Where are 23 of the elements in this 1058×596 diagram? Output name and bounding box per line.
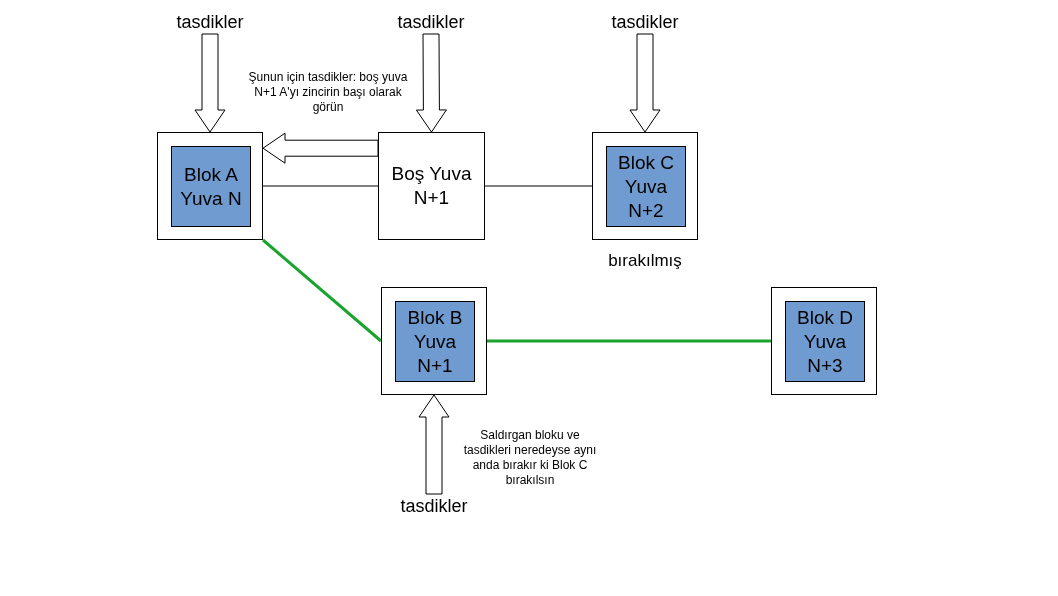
hollow-arrow: [418, 394, 450, 495]
block-box: Blok C Yuva N+2: [606, 146, 686, 227]
connector-line: [484, 185, 593, 187]
note-text: Saldırgan bloku ve tasdikleri neredeyse aynı anda bırakır ki Blok C bırakılsın: [462, 428, 598, 488]
text-label: tasdikler: [595, 10, 695, 34]
connector-line: [262, 238, 382, 343]
text-label: tasdikler: [160, 10, 260, 34]
block-box: Blok D Yuva N+3: [785, 301, 865, 382]
outer-box: [771, 287, 877, 395]
connector-line: [487, 339, 771, 343]
hollow-arrow: [194, 33, 226, 133]
outer-box: [381, 287, 487, 395]
outer-box: [157, 132, 263, 240]
status-text: bırakılmış: [608, 250, 682, 272]
empty-slot-box: Boş Yuva N+1: [378, 132, 485, 240]
hollow-arrow: [262, 132, 379, 164]
hollow-arrow: [415, 33, 447, 133]
block-box: Blok B Yuva N+1: [395, 301, 475, 382]
connector-line: [262, 185, 379, 187]
text-label: tasdikler: [381, 10, 481, 34]
text-label: tasdikler: [384, 494, 484, 518]
block-box: Blok A Yuva N: [171, 146, 251, 227]
hollow-arrow: [629, 33, 661, 133]
